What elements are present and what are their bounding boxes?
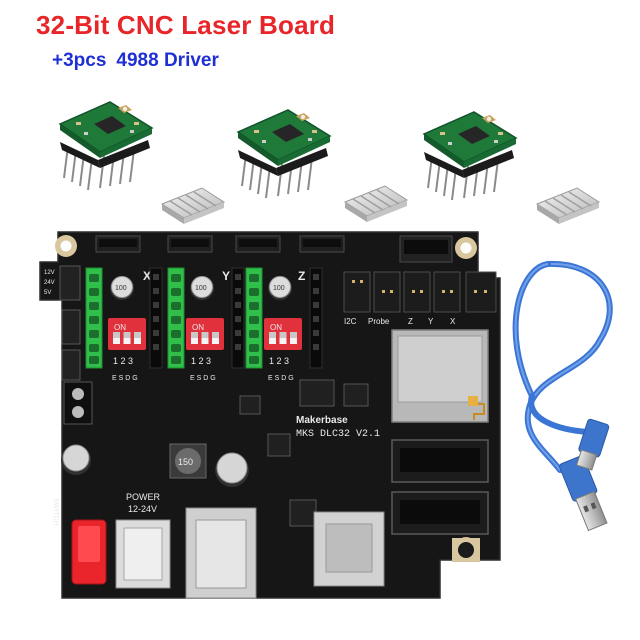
- axis-y-label: Y: [222, 269, 230, 283]
- driver-module-icon: [423, 111, 517, 201]
- heatsink-icon: [344, 185, 408, 223]
- header-label-probe: Probe: [368, 317, 390, 326]
- volt-label-24v: 24V: [44, 280, 55, 286]
- dip-numbers-x: 1 2 3: [113, 356, 133, 366]
- axis-z-label: Z: [298, 269, 305, 283]
- switch-label: SWITCH: [52, 498, 59, 526]
- board-brand: Makerbase: [296, 415, 348, 426]
- volt-label-5v: 5V: [44, 290, 51, 296]
- subtitle-quantity: +3pcs: [52, 50, 107, 71]
- header-label-z: Z: [408, 317, 413, 326]
- header-label-i2c: I2C: [344, 317, 357, 326]
- axis-x-label: X: [143, 269, 151, 283]
- driver-module-icon: [237, 109, 331, 199]
- dip-numbers-y: 1 2 3: [191, 356, 211, 366]
- product-title: 32-Bit CNC Laser Board: [36, 10, 336, 40]
- inductor-label: 150: [178, 457, 193, 467]
- heatsink-icon: [161, 187, 225, 225]
- pcb-board-icon: I2C Probe Z Y X X Y Z 1 2 3 1 2 3: [39, 231, 501, 599]
- header-label-y: Y: [428, 317, 434, 326]
- pin-row-x: E S D G: [112, 375, 138, 382]
- pin-row-y: E S D G: [190, 375, 216, 382]
- voltage-label: 12-24V: [128, 504, 157, 514]
- dip-numbers-z: 1 2 3: [269, 356, 289, 366]
- subtitle-item: 4988 Driver: [116, 50, 219, 71]
- driver-module-icon: [59, 101, 153, 191]
- board-model: MKS DLC32 V2.1: [296, 429, 380, 440]
- heatsink-icon: [536, 187, 600, 225]
- header-label-x: X: [450, 317, 456, 326]
- power-label: POWER: [126, 492, 161, 502]
- usb-cable-icon: [512, 260, 613, 532]
- pin-row-z: E S D G: [268, 375, 294, 382]
- volt-label-12v: 12V: [44, 270, 55, 276]
- product-subtitle: +3pcs 4988 Driver: [52, 50, 219, 72]
